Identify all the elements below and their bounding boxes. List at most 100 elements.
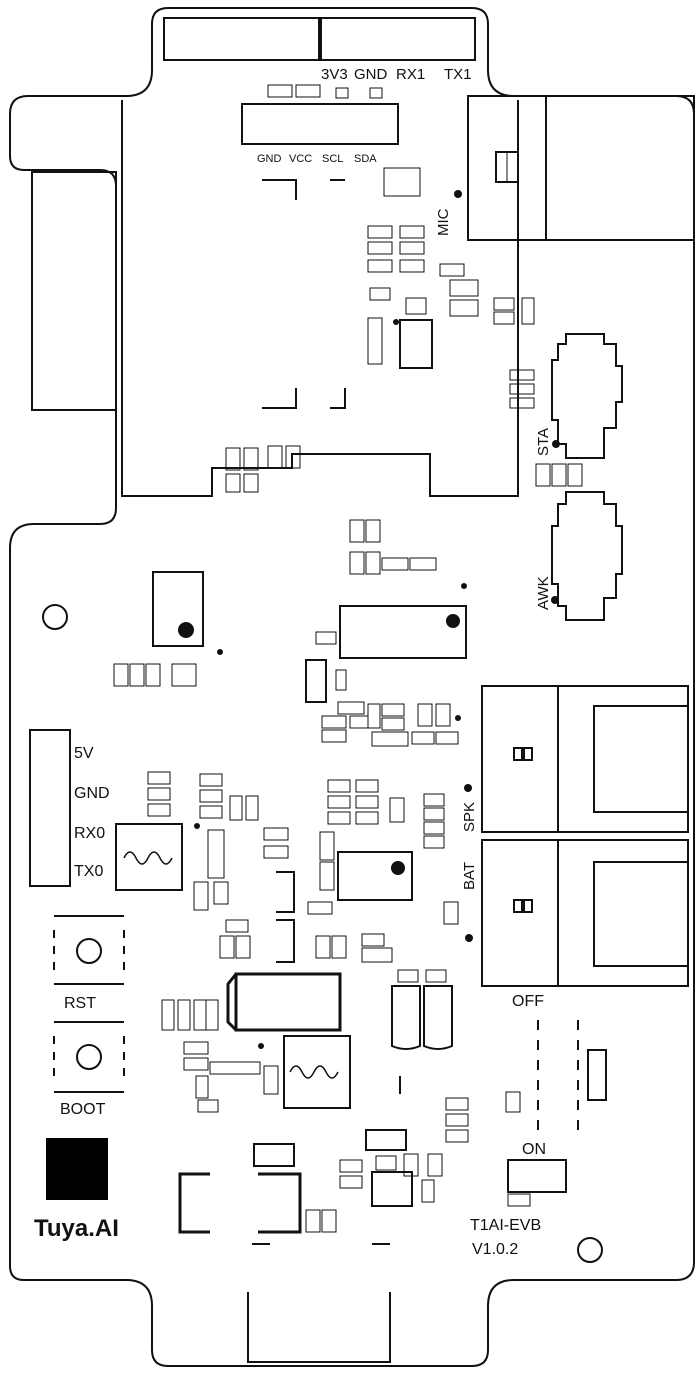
top-connector-right xyxy=(320,17,476,61)
inductor-l1 xyxy=(115,823,183,891)
smd-part xyxy=(209,1061,261,1075)
inductor-l2 xyxy=(283,1035,351,1109)
smd-part xyxy=(369,87,383,99)
ic-dot xyxy=(391,861,405,875)
smd-part xyxy=(263,845,289,859)
bottom-connector xyxy=(247,1292,391,1363)
switch-lever xyxy=(587,1049,607,1101)
smd-part xyxy=(199,805,223,819)
brand-logo-text: Tuya.AI xyxy=(34,1215,119,1242)
smd-part xyxy=(349,551,365,575)
smd-part xyxy=(161,999,175,1031)
qr-logo-square xyxy=(46,1138,108,1200)
smd-part xyxy=(183,1057,209,1071)
smd-part xyxy=(229,795,243,821)
smd-part xyxy=(213,881,229,905)
boot-button xyxy=(53,1021,125,1093)
sta-label: STA xyxy=(535,428,552,456)
inductor-symbol xyxy=(289,1065,339,1079)
smd-part xyxy=(327,779,351,793)
i2c-label-sda: SDA xyxy=(354,153,377,165)
diode xyxy=(391,985,421,1050)
pin1-dot xyxy=(455,715,461,721)
smd-part xyxy=(295,84,321,98)
smd-part xyxy=(381,703,405,717)
smd-part xyxy=(361,933,385,947)
smd-part xyxy=(199,773,223,787)
smd-part xyxy=(423,835,445,849)
smd-part xyxy=(435,703,451,727)
smd-part xyxy=(409,557,437,571)
smd-part xyxy=(147,803,171,817)
pin1-dot xyxy=(258,1043,264,1049)
smd-part xyxy=(381,717,405,731)
smd-part xyxy=(367,703,381,729)
boot-label: BOOT xyxy=(60,1101,106,1118)
spk-label: SPK xyxy=(461,802,478,832)
i2c-label-scl: SCL xyxy=(322,153,343,165)
smd-part xyxy=(193,881,209,911)
smd-part xyxy=(129,663,145,687)
uart-label-tx0: TX0 xyxy=(74,863,103,880)
smd-part xyxy=(307,901,333,915)
off-label: OFF xyxy=(512,993,544,1010)
smd-part xyxy=(267,445,283,469)
chip-corner xyxy=(262,388,297,409)
smd-part xyxy=(171,663,197,687)
smd-part xyxy=(355,811,379,825)
main-module-outline xyxy=(121,100,519,497)
smd-part xyxy=(263,1065,279,1095)
smd-part xyxy=(423,793,445,807)
bat-dot xyxy=(465,934,473,942)
smd-part xyxy=(369,287,391,301)
chip-corner xyxy=(262,179,297,200)
pin1-dot xyxy=(461,583,467,589)
smd-part xyxy=(183,1041,209,1055)
smd-part xyxy=(361,947,393,963)
smd-part xyxy=(427,1153,443,1177)
smd-part xyxy=(321,1209,337,1233)
pin-label-rx1: RX1 xyxy=(396,66,425,83)
smd-part xyxy=(235,935,251,959)
smd-part xyxy=(285,445,301,469)
smd-part xyxy=(339,1175,363,1189)
smd-part xyxy=(267,84,293,98)
smd-part xyxy=(319,861,335,891)
smd-part xyxy=(445,1097,469,1111)
usb-connector-frame xyxy=(178,1172,302,1234)
smd-part xyxy=(445,1129,469,1143)
smd-part xyxy=(321,729,347,743)
smd-part xyxy=(449,299,479,317)
smd-part xyxy=(365,1129,407,1151)
smd-part xyxy=(381,557,409,571)
mounting-hole xyxy=(577,1237,603,1263)
smd-part xyxy=(315,935,331,959)
uart-label-5v: 5V xyxy=(74,745,94,762)
side-connector-left xyxy=(31,171,117,411)
power-switch xyxy=(537,1020,579,1130)
ic-u7 xyxy=(152,571,204,647)
part-corner xyxy=(276,919,295,963)
smd-part xyxy=(521,297,535,325)
smd-part xyxy=(205,999,219,1031)
smd-part xyxy=(315,631,337,645)
diode xyxy=(423,985,453,1050)
inductor-symbol xyxy=(123,851,173,865)
smd-part xyxy=(435,731,459,745)
smd-part xyxy=(367,241,393,255)
smd-part xyxy=(263,827,289,841)
pin-pad xyxy=(523,899,533,913)
chip-corner xyxy=(330,388,346,409)
side-connector xyxy=(545,95,695,241)
regulator xyxy=(399,319,433,369)
smd-part xyxy=(355,779,379,793)
uart-label-rx0: RX0 xyxy=(74,825,105,842)
bat-label: BAT xyxy=(461,862,478,890)
smd-part xyxy=(405,297,427,315)
mic-label: MIC xyxy=(435,208,452,236)
top-connector-left xyxy=(163,17,320,61)
uart-header xyxy=(29,729,71,887)
ic-u9 xyxy=(337,851,413,901)
awk-label: AWK xyxy=(535,576,552,610)
smd-part xyxy=(225,473,241,493)
